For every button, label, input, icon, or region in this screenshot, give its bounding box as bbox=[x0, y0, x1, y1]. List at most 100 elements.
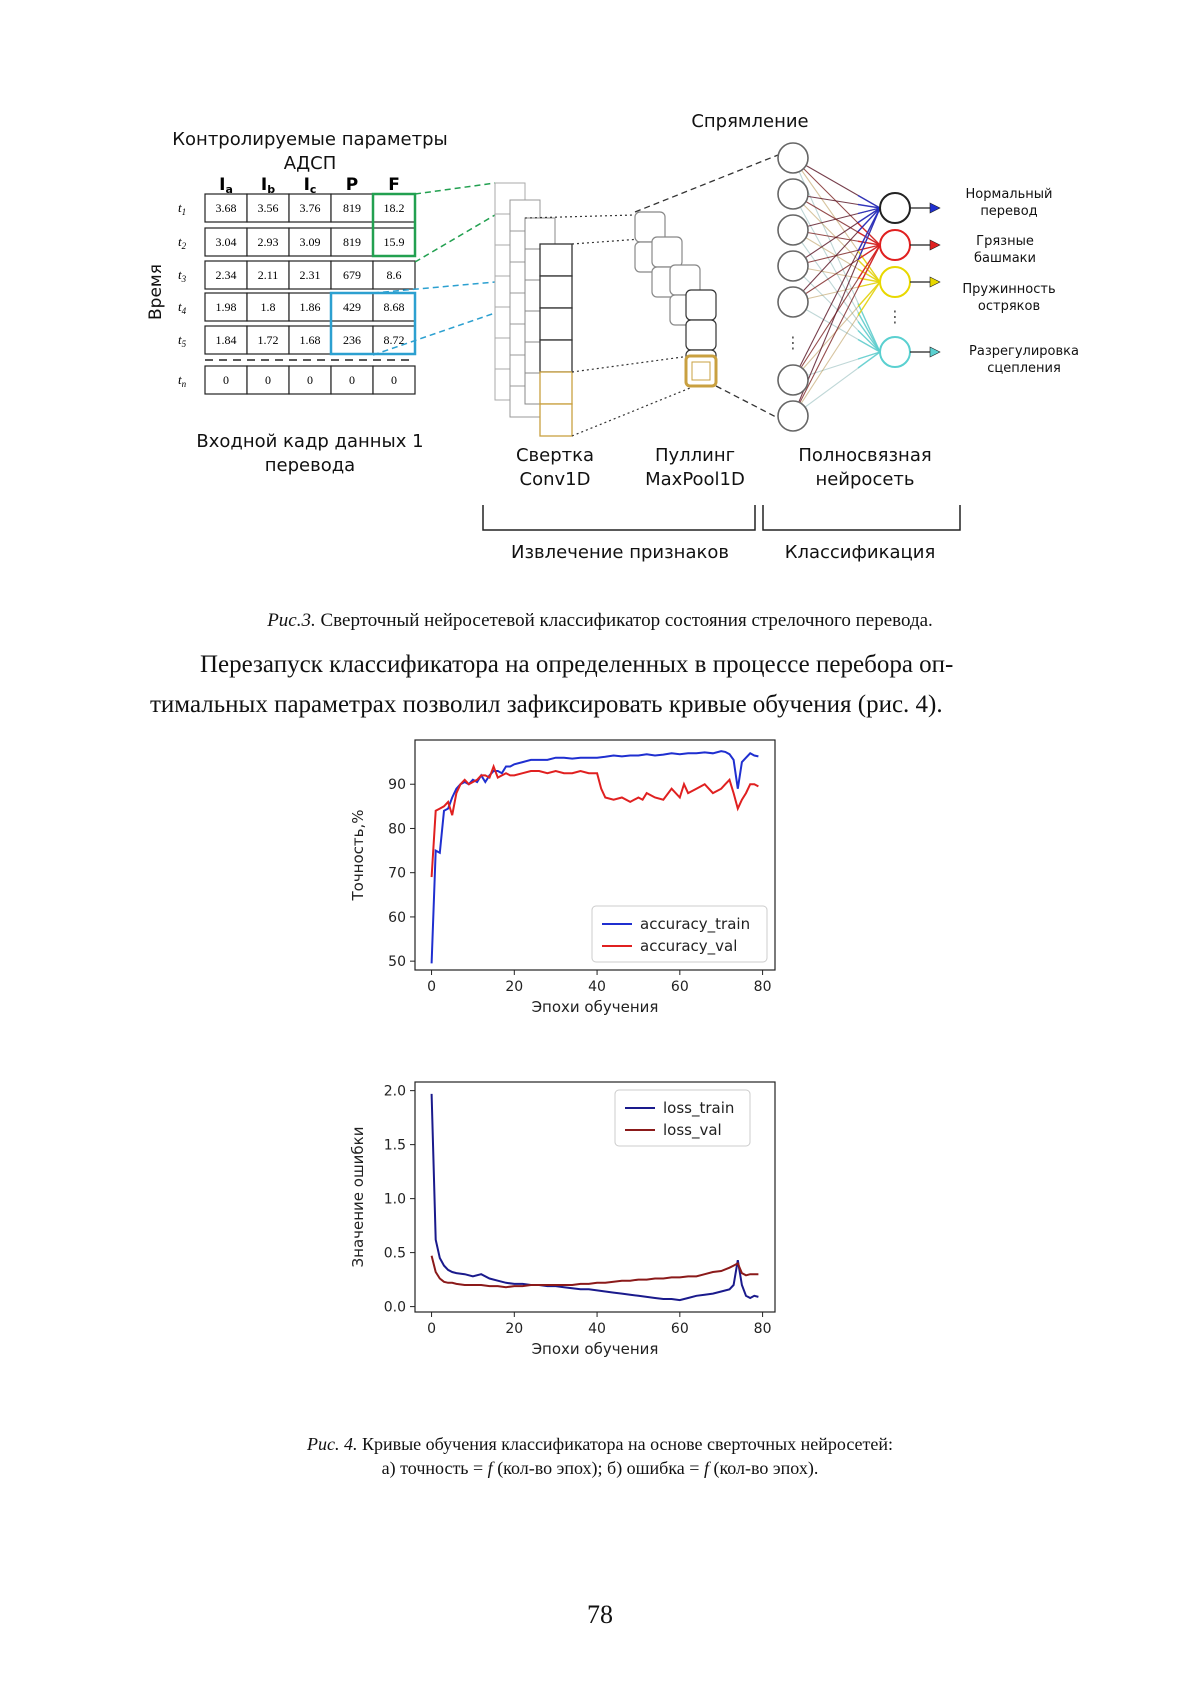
output-arrow-head bbox=[929, 346, 941, 358]
neuron-ellipsis: ⋮ bbox=[887, 307, 903, 326]
conv-to-pool-connection bbox=[571, 387, 691, 437]
legend-entry: accuracy_val bbox=[640, 937, 737, 956]
table-cell-value: 1.8 bbox=[261, 300, 276, 314]
row-label: t5 bbox=[178, 332, 187, 349]
neuron-ellipsis: ⋮ bbox=[785, 333, 801, 352]
table-cell-value: 8.72 bbox=[384, 333, 405, 347]
pool-label: Пуллинг MaxPool1D bbox=[645, 445, 745, 490]
dense-edge-colored bbox=[857, 207, 881, 261]
feature-extraction-bracket bbox=[482, 505, 756, 531]
legend-entry: accuracy_train bbox=[640, 915, 750, 934]
output-label-dirty: Грязные башмаки bbox=[974, 234, 1036, 266]
output-arrow-head bbox=[929, 239, 941, 251]
output-neuron bbox=[879, 266, 911, 298]
dense-edge-colored bbox=[857, 312, 881, 353]
dense-edge-colored bbox=[857, 321, 881, 353]
table-cell-value: 1.68 bbox=[300, 333, 321, 347]
series-line-loss_val bbox=[430, 1255, 759, 1289]
table-cell-value: 0 bbox=[223, 373, 229, 387]
table-cell-value: 0 bbox=[391, 373, 397, 387]
dense-edge-colored bbox=[857, 277, 881, 283]
green-connection bbox=[414, 214, 496, 263]
dense-edge-colored bbox=[857, 203, 881, 209]
y-axis-label: Значение ошибки bbox=[350, 1127, 367, 1268]
table-cell-value: 1.98 bbox=[216, 300, 237, 314]
table-cell-value: 429 bbox=[343, 300, 361, 314]
output-arrow-head bbox=[929, 202, 941, 214]
table-cell-value: 18.2 bbox=[384, 201, 405, 215]
legend-entry: loss_val bbox=[663, 1121, 722, 1140]
x-tick-label: 40 bbox=[588, 979, 606, 995]
x-tick-label: 20 bbox=[505, 979, 523, 995]
x-tick-label: 0 bbox=[427, 1321, 436, 1337]
table-cell bbox=[288, 365, 332, 395]
input-neuron bbox=[777, 142, 809, 174]
output-neuron bbox=[879, 192, 911, 224]
dense-edge-colored bbox=[857, 207, 881, 232]
row-label: t2 bbox=[178, 234, 187, 251]
x-tick-label: 80 bbox=[754, 979, 772, 995]
flatten-label: Спрямление bbox=[691, 111, 809, 132]
conv-feature-cell bbox=[539, 275, 573, 309]
conv-to-pool-connection bbox=[571, 355, 691, 373]
table-cell bbox=[204, 260, 248, 290]
conv-to-pool-connection bbox=[524, 214, 636, 219]
table-cell-value: 2.34 bbox=[216, 268, 237, 282]
column-header: Ib bbox=[261, 175, 275, 196]
y-tick-label: 2.0 bbox=[384, 1084, 406, 1100]
table-cell-value: 3.56 bbox=[258, 201, 279, 215]
dense-edge-colored bbox=[857, 259, 881, 283]
output-label-coupling: Разрегулировка сцепления bbox=[969, 344, 1079, 376]
row-label: tn bbox=[178, 372, 187, 389]
y-tick-label: 70 bbox=[388, 866, 406, 882]
dense-edge-colored bbox=[857, 351, 881, 360]
table-cell bbox=[288, 227, 332, 257]
table-cell bbox=[330, 260, 374, 290]
table-cell-value: 3.68 bbox=[216, 201, 237, 215]
table-cell-value: 8.68 bbox=[384, 300, 405, 314]
y-tick-label: 0.0 bbox=[384, 1300, 406, 1316]
table-cell-value: 1.84 bbox=[216, 333, 237, 347]
table-cell-value: 819 bbox=[343, 235, 361, 249]
flatten-connection bbox=[715, 385, 779, 419]
output-arrow-head bbox=[929, 276, 941, 288]
input-neuron bbox=[777, 250, 809, 282]
x-axis-label: Эпохи обучения bbox=[532, 1340, 659, 1358]
y-tick-label: 80 bbox=[388, 821, 406, 837]
classification-label: Классификация bbox=[784, 542, 936, 563]
table-title: Контролируемые параметры АДСП bbox=[172, 129, 448, 174]
table-cell bbox=[330, 227, 374, 257]
blue-connection bbox=[372, 312, 496, 356]
dense-edge-colored bbox=[857, 281, 881, 307]
table-cell bbox=[372, 260, 416, 290]
legend-entry: loss_train bbox=[663, 1099, 734, 1118]
input-neuron bbox=[777, 286, 809, 318]
pool-feature-cell bbox=[685, 319, 717, 351]
figure-4-caption: Рис. 4. Кривые обучения классификатора н… bbox=[306, 1434, 894, 1478]
x-tick-label: 60 bbox=[671, 979, 689, 995]
x-tick-label: 20 bbox=[505, 1321, 523, 1337]
x-tick-label: 80 bbox=[754, 1321, 772, 1337]
table-cell-value: 3.04 bbox=[216, 235, 237, 249]
column-header: Ia bbox=[219, 175, 233, 196]
figure-3-caption: Рис.3. Сверточный нейросетевой классифик… bbox=[267, 610, 933, 631]
dense-edge-colored bbox=[857, 194, 881, 209]
output-label-spring: Пружинность остряков bbox=[962, 282, 1056, 314]
conv-output-cell-highlight bbox=[539, 403, 573, 437]
dense-edge-colored bbox=[857, 268, 881, 283]
column-header: P bbox=[346, 175, 358, 195]
legend-box bbox=[614, 1089, 751, 1147]
table-cell-value: 0 bbox=[349, 373, 355, 387]
table-cell-value: 2.11 bbox=[258, 268, 279, 282]
y-axis-label: Точность,% bbox=[350, 809, 367, 901]
pool-feature-cell bbox=[685, 289, 717, 321]
output-neuron bbox=[879, 229, 911, 261]
dense-edge-colored bbox=[857, 244, 881, 289]
table-cell-value: 8.6 bbox=[387, 268, 402, 282]
y-tick-label: 0.5 bbox=[384, 1246, 406, 1262]
conv-feature-cell bbox=[539, 243, 573, 277]
table-cell-value: 0 bbox=[307, 373, 313, 387]
table-cell bbox=[204, 292, 248, 322]
pool-output-highlight bbox=[684, 354, 718, 388]
